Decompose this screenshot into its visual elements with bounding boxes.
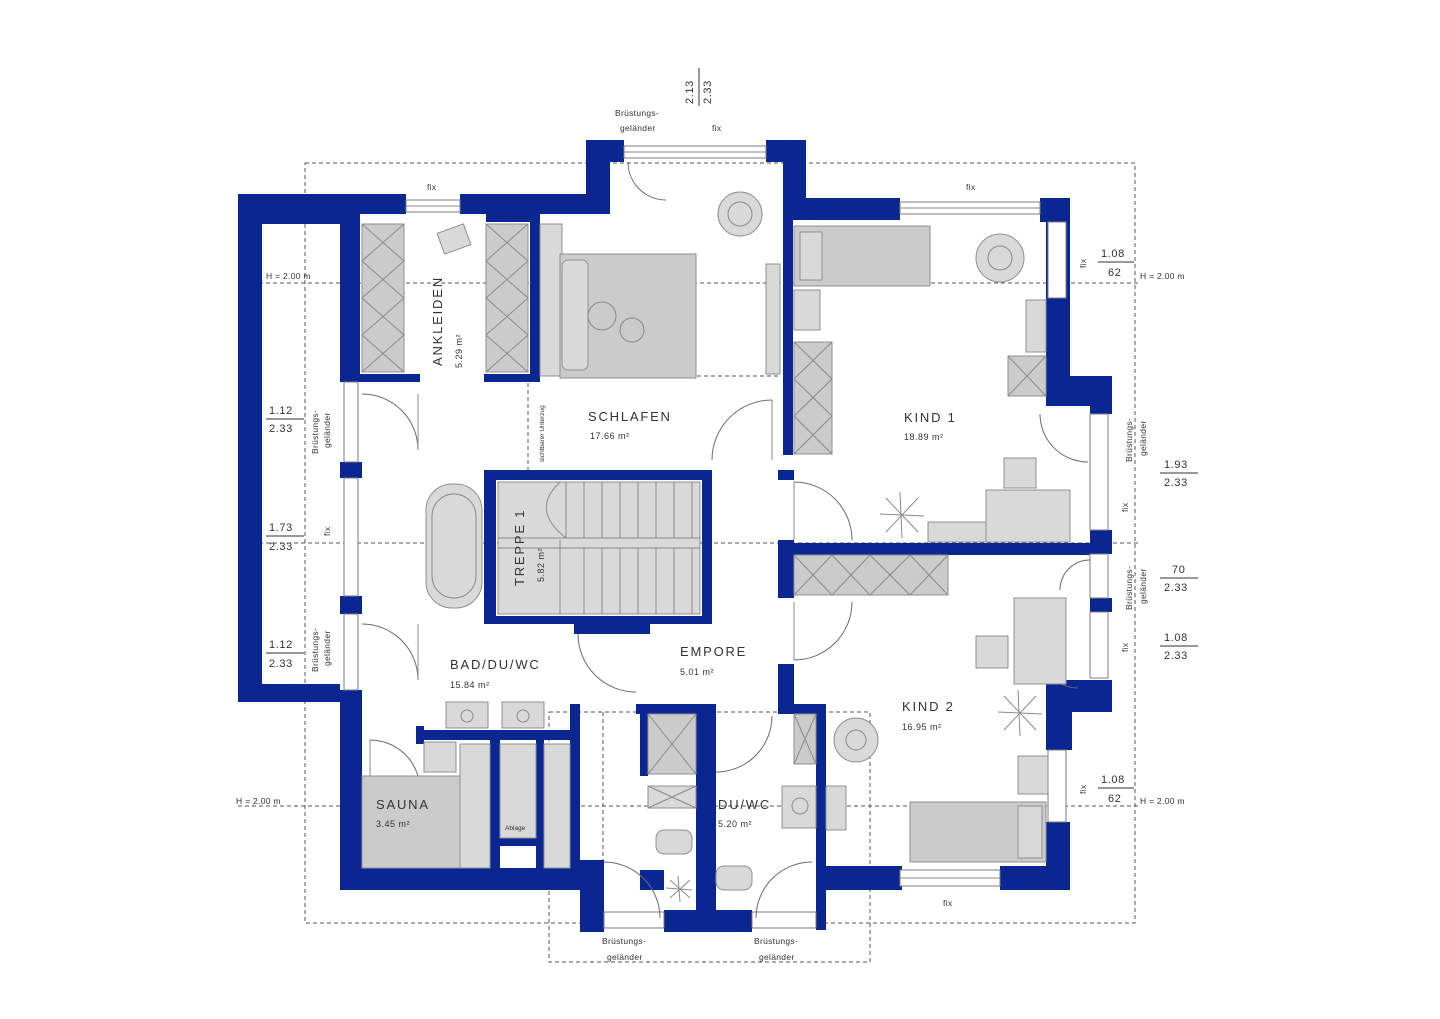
room-area-duwc: 5.20 m² [718,819,752,829]
dim-right-upper: 1.08 62 [1098,248,1134,279]
room-labels: ANKLEIDEN 5.29 m² SCHLAFEN 17.66 m² KIND… [376,276,957,832]
ablage-label: Ablage [505,825,526,832]
dim-right-lower: 1.08 62 [1098,774,1134,805]
room-area-kind1: 18.89 m² [904,432,944,442]
wardrobe-left [361,223,405,373]
plant-kind2 [997,689,1043,737]
annotations: fix fix fix fix fix fix fix fix fix Brüs… [236,108,1185,962]
dimension-value: 2.33 [1164,650,1188,662]
room-area-bad: 15.84 m² [450,680,490,690]
dim-left-2: 1.73 2.33 [266,522,304,553]
dim-left-3: 1.12 2.33 [266,639,304,670]
cabinet-kind2 [793,554,949,596]
bruestung-label: geländer [620,123,655,133]
dimension-value: 1.08 [1101,248,1125,260]
bruestung-label: Brüstungs- [1124,566,1134,610]
doors [361,161,1091,919]
dimension-value: 1.73 [269,522,293,534]
room-area-ankleiden: 5.29 m² [454,334,464,368]
bruestung-label: Brüstungs- [615,108,659,118]
window-dimensions: 2.13 2.33 1.08 62 1.93 2.33 70 2.33 1.08… [266,68,1198,805]
room-name-sauna: SAUNA [376,797,430,812]
furniture [361,191,1071,903]
bruestung-label: Brüstungs- [754,936,798,946]
fix-label: fix [427,182,437,192]
cabinet-kind1 [793,341,833,455]
dimension-value: 2.13 [684,80,696,104]
dim-top: 2.13 2.33 [684,68,714,106]
dimension-value: 1.08 [1164,632,1188,644]
dimension-value: 2.33 [269,658,293,670]
bruestung-label: Brüstungs- [310,410,320,454]
fix-label: fix [1078,258,1088,268]
room-name-treppe: TREPPE 1 [512,509,527,586]
room-area-treppe: 5.82 m² [536,548,546,582]
fix-label: fix [1078,784,1088,794]
bruestung-label: Brüstungs- [310,628,320,672]
bruestung-label: geländer [1138,421,1148,456]
room-area-schlafen: 17.66 m² [590,431,630,441]
room-name-schlafen: SCHLAFEN [588,409,672,424]
fix-label: fix [966,182,976,192]
dim-right-2: 70 2.33 [1160,564,1198,594]
walls [238,140,1112,932]
staircase [497,481,701,615]
room-name-kind2: KIND 2 [902,699,955,714]
wardrobe-right [485,223,529,373]
plant-kind1 [879,491,925,539]
height-note: H = 2.00 m [236,796,281,806]
double-bed [539,223,697,379]
fix-label: fix [943,898,953,908]
fix-label: fix [1120,642,1130,652]
dim-right-3: 1.08 2.33 [1160,632,1198,662]
dimension-value: 1.12 [269,639,293,651]
room-name-bad: BAD/DU/WC [450,657,541,672]
bruestung-label: Brüstungs- [1124,418,1134,462]
dimension-value: 62 [1108,267,1121,279]
room-name-ankleiden: ANKLEIDEN [430,276,445,366]
dimension-value: 62 [1108,793,1121,805]
room-name-duwc: DU/WC [718,797,771,812]
fix-label: fix [1120,502,1130,512]
bruestung-label: geländer [322,413,332,448]
dimension-value: 2.33 [269,541,293,553]
bruestung-label: geländer [322,631,332,666]
fix-label: fix [712,123,722,133]
dimension-value: 1.93 [1164,459,1188,471]
dim-left-1: 1.12 2.33 [266,405,304,435]
room-area-kind2: 16.95 m² [902,722,942,732]
height-note: H = 2.00 m [1140,796,1185,806]
unterzug-label: sichtbarer Unterzug [539,405,546,462]
dimension-value: 1.08 [1101,774,1125,786]
room-area-empore: 5.01 m² [680,667,714,677]
windows [343,145,1109,929]
bruestung-label: Brüstungs- [602,936,646,946]
dimension-value: 2.33 [1164,582,1188,594]
dimension-value: 1.12 [269,405,293,417]
plant-duwc [665,875,693,903]
dimension-value: 2.33 [702,80,714,104]
height-note: H = 2.00 m [266,271,311,281]
bruestung-label: geländer [759,952,794,962]
height-note: H = 2.00 m [1140,271,1185,281]
room-area-sauna: 3.45 m² [376,819,410,829]
room-name-kind1: KIND 1 [904,410,957,425]
bruestung-label: geländer [1138,569,1148,604]
dimension-value: 70 [1172,564,1185,576]
dimension-value: 2.33 [1164,477,1188,489]
room-name-empore: EMPORE [680,644,747,659]
dim-right-1: 1.93 2.33 [1160,459,1198,489]
bruestung-label: geländer [607,952,642,962]
dimension-value: 2.33 [269,423,293,435]
fix-label: fix [322,526,332,536]
